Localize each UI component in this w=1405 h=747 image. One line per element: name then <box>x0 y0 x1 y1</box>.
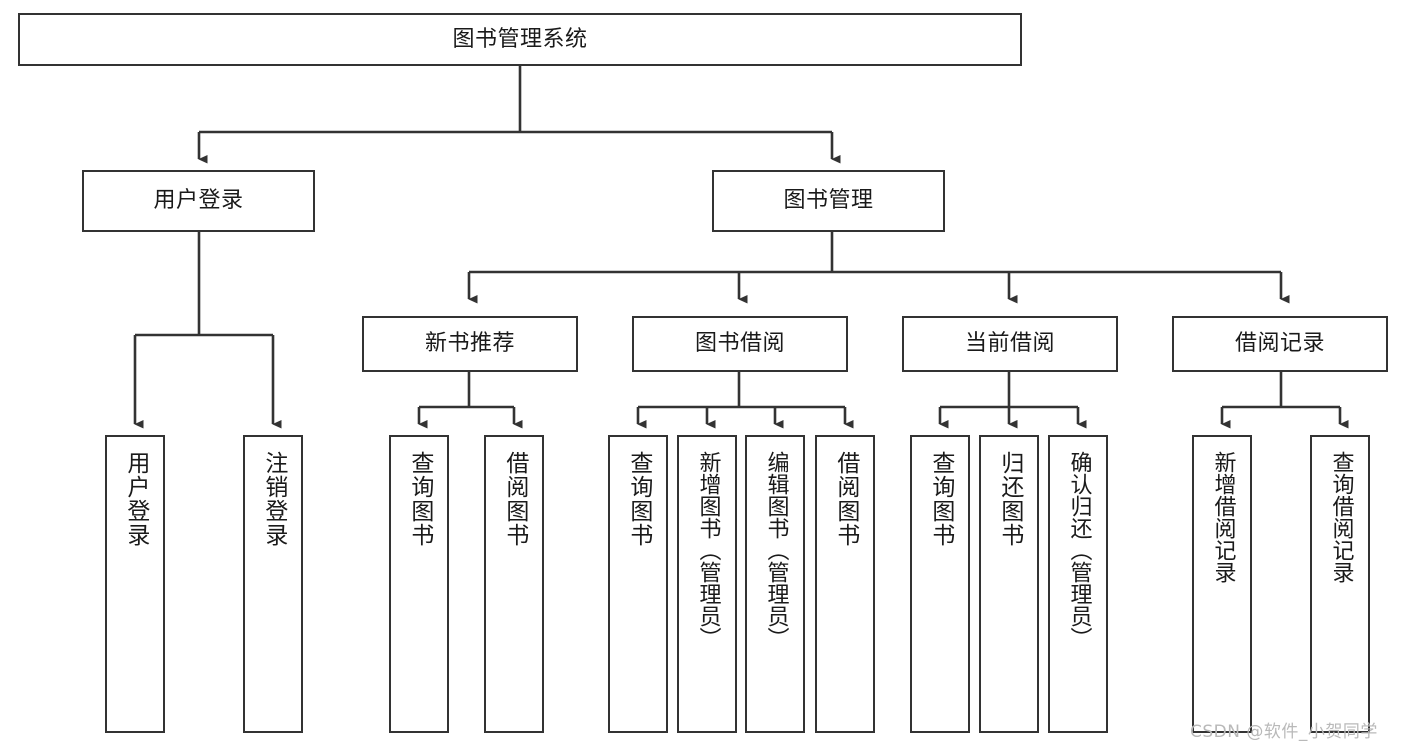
node-leaf-borrow-record-query[interactable]: 查询借阅记录 <box>1310 435 1370 733</box>
node-label: 新书推荐 <box>424 331 515 357</box>
node-label: 图书管理 <box>783 188 874 214</box>
node-label: 查询图书 <box>406 451 433 547</box>
node-label: 图书借阅 <box>694 331 785 357</box>
node-leaf-book-borrow-add[interactable]: 新增图书（管理员） <box>677 435 737 733</box>
node-leaf-book-borrow-borrow[interactable]: 借阅图书 <box>815 435 875 733</box>
node-current-borrow[interactable]: 当前借阅 <box>902 316 1118 372</box>
node-user-login[interactable]: 用户登录 <box>82 170 315 232</box>
node-book-borrow[interactable]: 图书借阅 <box>632 316 848 372</box>
node-leaf-current-borrow-confirm[interactable]: 确认归还（管理员） <box>1048 435 1108 733</box>
node-leaf-new-book-borrow[interactable]: 借阅图书 <box>484 435 544 733</box>
node-book-management[interactable]: 图书管理 <box>712 170 945 232</box>
node-label: 查询借阅记录 <box>1328 451 1354 583</box>
node-leaf-borrow-record-add[interactable]: 新增借阅记录 <box>1192 435 1252 733</box>
node-label: 用户登录 <box>153 188 244 214</box>
node-label: 归还图书 <box>996 451 1023 547</box>
node-label: 借阅记录 <box>1234 331 1325 357</box>
csdn-watermark: CSDN @软件_小贺同学 <box>1190 722 1378 742</box>
node-label: 新增借阅记录 <box>1210 451 1236 583</box>
node-label: 新增图书（管理员） <box>695 451 721 649</box>
node-leaf-user-login-logout[interactable]: 注销登录 <box>243 435 303 733</box>
node-label: 查询图书 <box>927 451 954 547</box>
node-leaf-current-borrow-query[interactable]: 查询图书 <box>910 435 970 733</box>
node-label: 当前借阅 <box>964 331 1055 357</box>
node-borrow-record[interactable]: 借阅记录 <box>1172 316 1388 372</box>
node-label: 确认归还（管理员） <box>1066 451 1092 649</box>
node-leaf-new-book-query[interactable]: 查询图书 <box>389 435 449 733</box>
node-label: 编辑图书（管理员） <box>763 451 789 649</box>
node-root-system[interactable]: 图书管理系统 <box>18 13 1022 66</box>
node-label: 查询图书 <box>625 451 652 547</box>
node-new-book-recommend[interactable]: 新书推荐 <box>362 316 578 372</box>
node-leaf-book-borrow-query[interactable]: 查询图书 <box>608 435 668 733</box>
node-label: 用户登录 <box>122 451 149 547</box>
node-label: 借阅图书 <box>501 451 528 547</box>
node-label: 借阅图书 <box>832 451 859 547</box>
node-label: 图书管理系统 <box>452 26 588 52</box>
node-leaf-user-login-login[interactable]: 用户登录 <box>105 435 165 733</box>
node-leaf-book-borrow-edit[interactable]: 编辑图书（管理员） <box>745 435 805 733</box>
node-leaf-current-borrow-return[interactable]: 归还图书 <box>979 435 1039 733</box>
node-label: 注销登录 <box>260 451 287 547</box>
